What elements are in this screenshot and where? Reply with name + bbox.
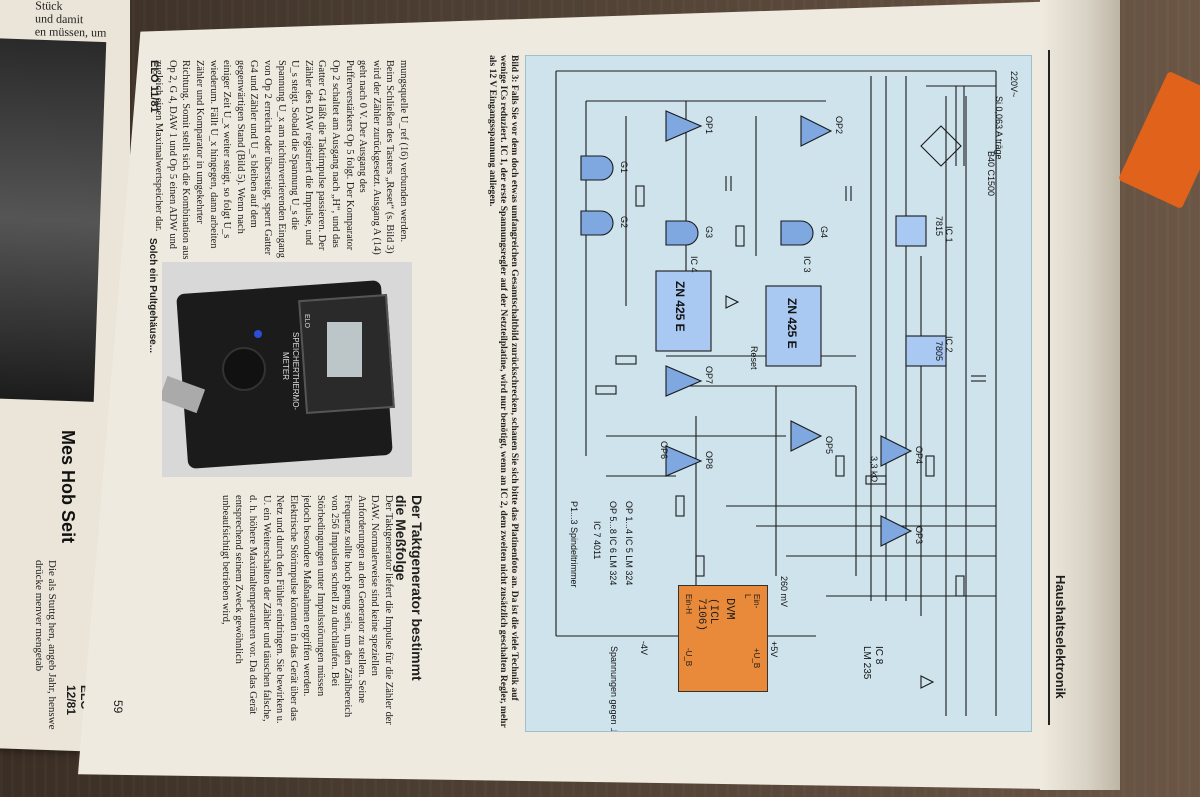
op-label: OP8 [704,451,714,469]
device-brand: ELO [303,314,310,329]
dvm-title: DVM [723,598,737,620]
bridge-label: B40 C1500 [986,151,996,196]
fuse-label: Si 0,063 A träge [994,96,1004,160]
op-label: OP7 [704,366,714,384]
op-label: OP6 [659,441,669,459]
gate-label: G3 [704,226,714,238]
dvm-model: (ICL 7106) [695,598,719,632]
left-body-line: Die [46,560,58,576]
section-rule [1048,50,1050,725]
measure-note: Spannungen gegen ⊥ gemessen [609,646,619,731]
circuit-schematic: ZN 425 E ZN 425 E IC 3 IC 4 IC 1 IC 2 IC… [525,55,1032,779]
body-column-2: Der Taktgenerator liefert die Impulse fü… [219,495,394,725]
op-label: OP1 [704,116,714,134]
op-label: OP2 [834,116,844,134]
device-label-line: METER [281,352,290,380]
left-body-line: hen, [46,622,58,642]
plus5v-label: +5V [769,641,779,657]
gate-label: G1 [619,161,629,173]
dvm-pin: +U_B [752,648,761,669]
left-body-line: menver [33,592,45,626]
lcd-display [327,322,362,377]
left-page-photo [0,38,107,402]
parts-list-line: OP 1...4 IC 5 LM 324 [624,501,634,585]
page-footer-left: ELO 11/81 [148,60,160,113]
ic4-label: ZN 425 E [673,281,687,332]
left-body-line: angeb [46,644,58,671]
figure-caption: Bild 3: Falls Sie vor dem doch etwas umf… [487,55,520,728]
section-title: Haushaltselektronik [1053,575,1068,699]
left-body-line: als [46,578,58,591]
op-label: OP5 [824,436,834,454]
page-gutter [1040,0,1120,790]
schematic-drawing: ZN 425 E ZN 425 E IC 3 IC 4 IC 1 IC 2 IC… [555,70,1019,779]
reg-7815: 7815 [934,216,944,236]
minus4v-label: -4V [639,641,649,655]
device-photo: SPEICHERTHERMO- METER ELO [162,262,412,477]
left-body-line: drücke [33,560,45,590]
resistor-label: 3,3 kΩ [869,456,879,483]
left-heading-line: Seit [58,510,78,544]
gate-label: G2 [619,216,629,228]
left-heading-line: Hob [58,470,78,506]
left-top-line: en müssen, um [34,24,107,40]
ic3-label: ZN 425 E [785,298,799,349]
left-body-line: Stuttg [46,593,58,620]
parts-list-line: P1...3 Spindeltrimmer [569,501,579,588]
ic1-tag: IC 1 [944,226,954,243]
ic4-tag: IC 4 [689,256,699,273]
led-indicator [254,330,262,338]
section-subheading: Der Taktgenerator bestimmt die Meßfolge [393,495,425,681]
gate-label: G4 [819,226,829,238]
left-page-heading: Mes Hob Seit [57,430,78,550]
dvm-pin: Ein-H [684,594,693,615]
dvm-pin: -U_B [684,648,693,667]
left-page-top-text: Stück und damit en müssen, um [35,0,107,40]
op-label: OP4 [914,446,924,464]
dvm-module: DVM (ICL 7106) Ein-L Ein-H +U_B -U_B [678,585,768,692]
ic3-tag: IC 3 [802,256,812,273]
mains-label: 220V~ [1009,71,1019,97]
ic2-tag: IC 2 [944,336,954,353]
left-body-line: mengetab [33,628,45,672]
reg-7805: 7805 [934,341,944,361]
mv-label: 260 mV [779,576,789,607]
rotary-knob [222,347,266,391]
reset-label: Reset [749,346,759,370]
lm235-label: LM 235 [861,646,872,680]
parts-list-line: OP 5...8 IC 6 LM 324 [608,501,618,585]
dvm-pin: Ein-L [743,594,761,609]
ic8-tag: IC 8 [873,646,884,665]
page-number: 59 [111,700,125,714]
left-body-line: Jahr, [46,673,58,694]
left-heading-line: Mes [58,430,78,466]
left-page-body: Die als Stuttg hen, angeb Jahr, henswe d… [32,560,58,760]
device-label-line: SPEICHERTHERMO- [291,332,300,411]
left-body-line: henswe [46,696,58,730]
op-label: OP3 [914,526,924,544]
parts-list-line: IC 7 4011 [592,521,602,559]
photo-caption: Solch ein Pultgehäuse... [147,238,158,354]
